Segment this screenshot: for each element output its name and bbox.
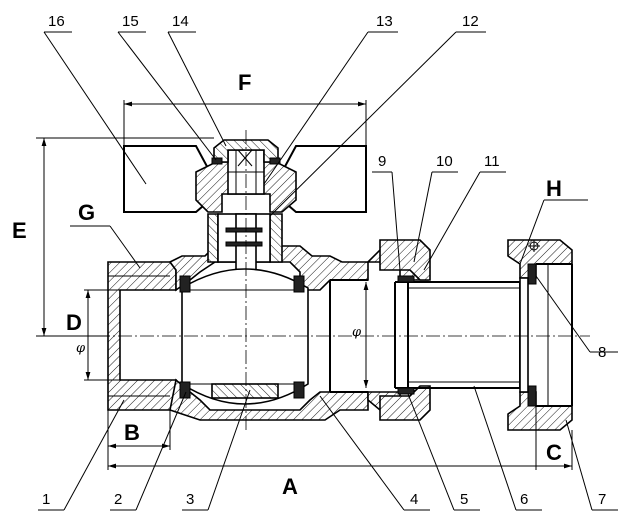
part-label-13: 13: [376, 13, 393, 30]
center-lines: [96, 130, 590, 430]
dimension-lines: [36, 100, 588, 470]
part-label-3: 3: [186, 491, 194, 508]
part-label-16: 16: [48, 13, 65, 30]
tailpiece: [394, 275, 521, 395]
part-label-10: 10: [436, 153, 453, 170]
part-label-9: 9: [378, 153, 386, 170]
dim-label-b: B: [124, 420, 140, 445]
part-label-6: 6: [520, 491, 528, 508]
part-label-12: 12: [462, 13, 479, 30]
dim-label-h: H: [546, 176, 562, 201]
part-label-7: 7: [598, 491, 606, 508]
part-label-1: 1: [42, 491, 50, 508]
part-label-4: 4: [410, 491, 418, 508]
part-number-labels: 16 15 14 13 12 9 10 11 8 1 2 3 4 5 6 7: [42, 13, 606, 508]
dim-label-c: C: [546, 440, 562, 465]
part-label-15: 15: [122, 13, 139, 30]
dim-label-d: D: [66, 310, 82, 335]
part-label-5: 5: [460, 491, 468, 508]
dimension-labels: F E G D B A C H φ φ: [12, 70, 562, 499]
union-nut: [507, 239, 573, 431]
dim-label-e: E: [12, 218, 27, 243]
dim-label-g: G: [78, 200, 95, 225]
diameter-symbol-right: φ: [352, 325, 362, 340]
dim-label-f: F: [238, 70, 251, 95]
part-label-14: 14: [172, 13, 189, 30]
valve-body: [107, 213, 431, 421]
diameter-symbol-left: φ: [76, 341, 86, 356]
dim-label-a: A: [282, 474, 298, 499]
part-label-2: 2: [114, 491, 122, 508]
butterfly-handle: [123, 139, 367, 213]
part-label-8: 8: [598, 344, 606, 361]
part-leaders: [38, 31, 618, 511]
part-label-11: 11: [484, 153, 500, 170]
